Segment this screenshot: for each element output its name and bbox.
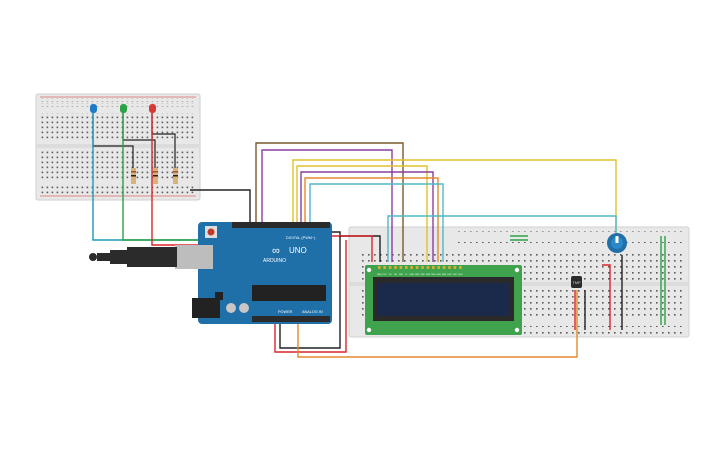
lcd-pin-label: RW	[399, 274, 404, 276]
led-red[interactable]	[149, 104, 156, 113]
reset-button-icon[interactable]	[205, 226, 217, 238]
lcd-pin[interactable]	[421, 266, 424, 269]
lcd-pin-label: DB1	[415, 274, 420, 276]
digital-label: DIGITAL (PWM~)	[286, 236, 316, 240]
lcd-pin-label: RS	[394, 274, 398, 276]
lcd-pin[interactable]	[437, 266, 440, 269]
lcd-pin-label: DB4	[431, 274, 436, 276]
lcd-pin-label: LED	[453, 274, 458, 276]
lcd-pin[interactable]	[459, 266, 462, 269]
resistor-3[interactable]	[173, 168, 178, 184]
lcd-pin-label: DB0	[410, 274, 415, 276]
potentiometer-icon[interactable]	[607, 233, 627, 253]
lcd-pin-label: V0	[389, 274, 392, 276]
lcd-pin[interactable]	[415, 266, 419, 269]
lcd-pin[interactable]	[378, 266, 381, 269]
usb-cable-icon	[89, 247, 177, 267]
power-header[interactable]	[252, 316, 330, 322]
arduino-uno-board[interactable]: ∞ ARDUINO UNO DIGITAL (PWM~) POWER ANALO…	[175, 222, 332, 324]
lcd-pin[interactable]	[394, 266, 397, 269]
wires	[92, 113, 666, 358]
lcd-pin[interactable]	[410, 266, 413, 269]
lcd-pin[interactable]	[383, 266, 386, 269]
lcd-pin-label: DB2	[420, 274, 425, 276]
svg-text:TMP: TMP	[572, 280, 581, 285]
lcd-pin-label: GND	[377, 274, 382, 276]
resistor-2[interactable]	[153, 168, 158, 184]
lcd-pin-label: DB3	[426, 274, 431, 276]
lcd-pin-label: DB5	[437, 274, 442, 276]
digital-header[interactable]	[232, 222, 330, 228]
lcd-pin-label: DB6	[442, 274, 447, 276]
power-label: POWER	[278, 310, 293, 314]
lcd-pin[interactable]	[442, 266, 446, 269]
lcd-pin[interactable]	[432, 266, 435, 269]
lcd-pin[interactable]	[405, 266, 408, 269]
usb-port[interactable]	[175, 245, 213, 269]
lcd-pin-label: VCC	[382, 274, 387, 276]
lcd-pin[interactable]	[426, 266, 430, 269]
lcd-pin[interactable]	[399, 266, 403, 269]
lcd-pin[interactable]	[388, 266, 392, 269]
analog-label: ANALOG IN	[302, 310, 323, 314]
led-blue[interactable]	[90, 104, 97, 113]
small-breadboard[interactable]	[35, 93, 201, 201]
led-green[interactable]	[120, 104, 127, 113]
arduino-logo: ∞	[272, 245, 280, 257]
arduino-brand: ARDUINO	[263, 258, 286, 264]
power-jack-icon[interactable]	[192, 298, 220, 318]
lcd-pin[interactable]	[453, 266, 457, 269]
lcd-pin[interactable]	[448, 266, 451, 269]
lcd-pin-label: E	[406, 274, 408, 276]
temperature-sensor-icon[interactable]: TMP	[571, 276, 582, 288]
arduino-model: UNO	[289, 246, 307, 255]
resistor-1[interactable]	[131, 168, 136, 184]
lcd-pin-label: DB7	[447, 274, 452, 276]
lcd-pin-label: LED	[458, 274, 463, 276]
